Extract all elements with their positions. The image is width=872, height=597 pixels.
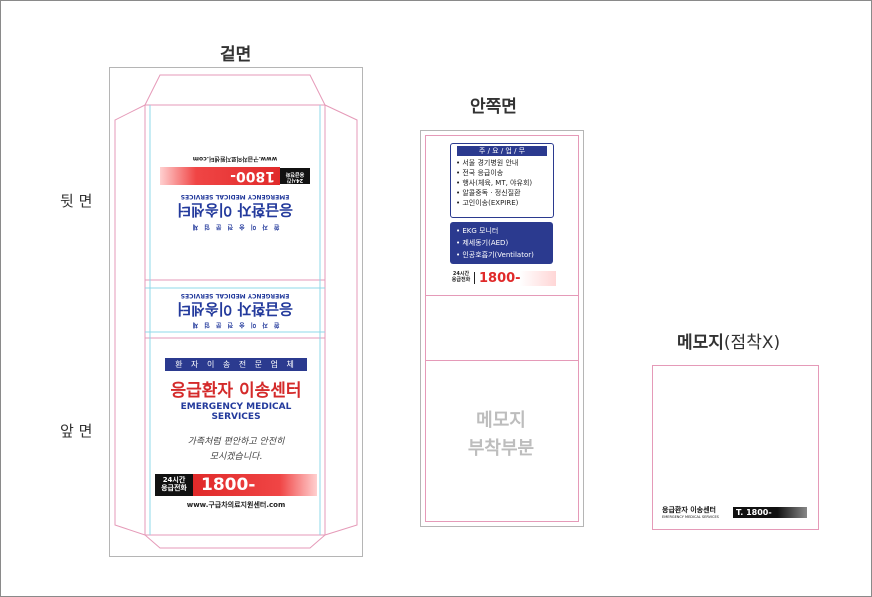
- outer-title: 겉면: [220, 45, 252, 65]
- equipment-item: • 제세동기(AED): [456, 239, 509, 247]
- equipment-item: • 인공호흡기(Ventilator): [456, 251, 534, 259]
- inner-phone-row: 24시간 응급전화 1800-: [448, 269, 556, 287]
- bottom-flap-line: [144, 534, 326, 549]
- front-side-label: 앞 면: [60, 422, 93, 440]
- equipment-box: • EKG 모니터 • 제세동기(AED) • 인공호흡기(Ventilator): [450, 222, 553, 264]
- panel-outline: [144, 104, 326, 536]
- service-item: • 전국 응급이송: [456, 169, 504, 177]
- equipment-item: • EKG 모니터: [456, 227, 499, 235]
- back-tagline: 환 자 이 송 전 문 업 체: [190, 223, 280, 230]
- flap-tagline: 환 자 이 송 전 문 업 체: [190, 321, 280, 328]
- back-phone-row: 24시간 응급전화 1800-: [160, 167, 310, 185]
- back-side-label: 뒷 면: [60, 192, 93, 210]
- back-english: EMERGENCY MEDICAL SERVICES: [180, 193, 290, 200]
- back-phone-number: 1800-: [160, 167, 280, 185]
- front-tagline: 환 자 이 송 전 문 업 체: [165, 358, 307, 371]
- front-phone-number: 1800-: [193, 474, 317, 496]
- service-item: • 행사(체육, MT, 야유회): [456, 179, 533, 187]
- front-name-row: 응급환자 이송센터: [155, 376, 317, 401]
- right-flap-line: [324, 104, 358, 536]
- memo-attach-area: 메모지 부착부분: [425, 407, 577, 463]
- flap-name: 응급환자 이송센터: [177, 300, 293, 318]
- inner-title: 안쪽면: [470, 97, 517, 117]
- front-card: 환 자 이 송 전 문 업 체 응급환자 이송센터 EMERGENCY MEDI…: [155, 358, 317, 509]
- back-flap-card: 환 자 이 송 전 문 업 체 응급환자 이송센터 EMERGENCY MEDI…: [160, 292, 310, 330]
- memo-title-sub: (점착X): [723, 333, 781, 353]
- front-phone-row: 24시간 응급전화 1800-: [155, 474, 317, 496]
- memo-brand: 응급환자 이송센터: [662, 506, 716, 514]
- inner-phone-label: 24시간 응급전화: [448, 271, 475, 284]
- front-message-2: 모시겠습니다.: [209, 452, 263, 462]
- top-flap-line: [144, 74, 326, 106]
- services-header: 주 / 요 / 업 / 무: [457, 146, 547, 156]
- flap-english: EMERGENCY MEDICAL SERVICES: [180, 292, 290, 299]
- inner-phone-label-2: 응급전화: [451, 277, 471, 283]
- memo-attach-line2: 부착부분: [467, 438, 535, 459]
- front-phone-label-1: 24시간: [162, 476, 186, 484]
- left-flap-line: [114, 104, 146, 536]
- front-message-1: 가족처럼 편안하고 안전히: [187, 437, 285, 447]
- inner-phone-number: 1800-: [475, 270, 556, 286]
- service-item: • 알콜중독 · 정신질환: [456, 189, 521, 197]
- memo-title-main: 메모지: [677, 333, 724, 353]
- front-phone-label: 24시간 응급전화: [155, 474, 193, 496]
- back-name: 응급환자 이송센터: [177, 201, 293, 219]
- memo-phone: T. 1800-: [733, 507, 807, 518]
- back-phone-label-2: 응급전화: [285, 171, 305, 177]
- memo-title: 메모지(점착X): [677, 328, 780, 353]
- back-card: 환 자 이 송 전 문 업 체 응급환자 이송센터 EMERGENCY MEDI…: [160, 150, 310, 232]
- front-english: EMERGENCY MEDICAL SERVICES: [180, 402, 292, 422]
- back-website: www.구급차의료지원센터.com: [192, 155, 278, 162]
- memo-brand-block: 응급환자 이송센터 EMERGENCY MEDICAL SERVICES: [662, 505, 730, 519]
- front-website: www.구급차의료지원센터.com: [186, 501, 286, 509]
- front-phone-label-2: 응급전화: [161, 484, 187, 493]
- equipment-list: • EKG 모니터 • 제세동기(AED) • 인공호흡기(Ventilator): [450, 222, 553, 264]
- back-phone-label: 24시간 응급전화: [280, 168, 310, 184]
- outer-sheet: [109, 67, 363, 557]
- memo-attach-line1: 메모지: [476, 410, 526, 431]
- inner-sheet: [420, 130, 584, 527]
- service-item: • 서울 경기병원 안내: [456, 159, 519, 167]
- services-list: • 서울 경기병원 안내 • 전국 응급이송 • 행사(체육, MT, 야유회) • …: [451, 158, 553, 208]
- inner-fold-panel: [425, 295, 579, 361]
- service-item: • 고인이송(EXPIRE): [456, 199, 519, 207]
- memo-english: EMERGENCY MEDICAL SERVICES: [662, 515, 719, 519]
- services-box: 주 / 요 / 업 / 무 • 서울 경기병원 안내 • 전국 응급이송 • 행사(…: [450, 143, 554, 218]
- inner-phone-label-1: 24시간: [452, 271, 470, 278]
- front-name: 응급환자 이송센터: [170, 381, 302, 401]
- memo-sheet: [652, 365, 819, 530]
